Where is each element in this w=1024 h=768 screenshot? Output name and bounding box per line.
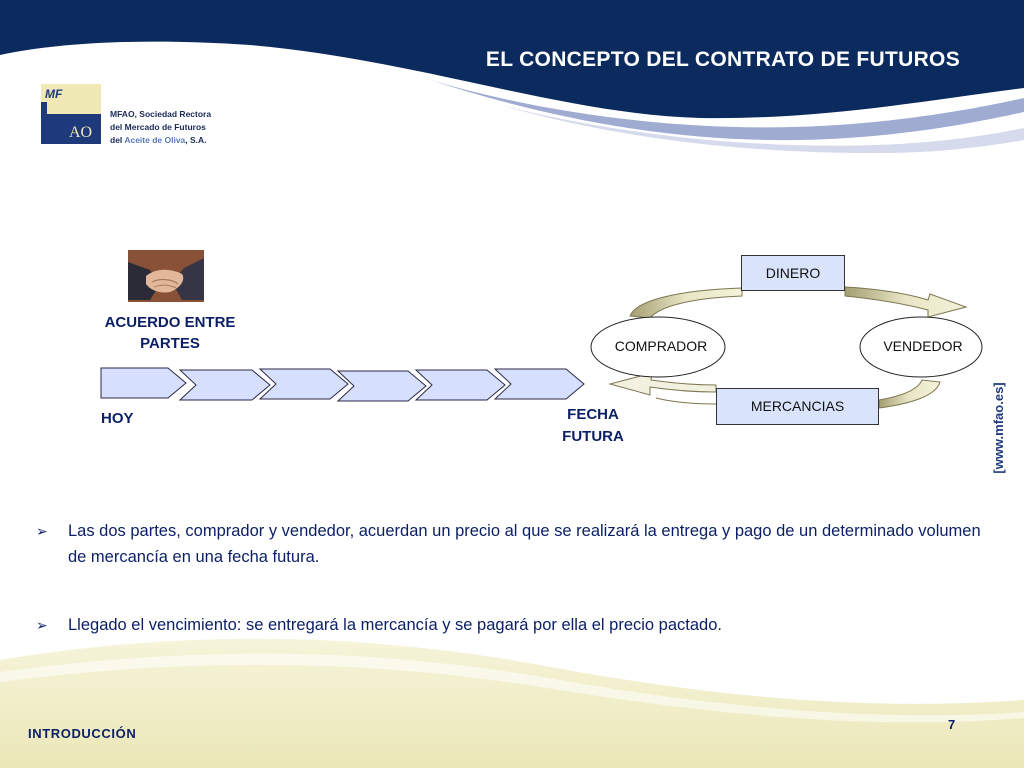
timeline-end-label-line-2: FUTURA: [562, 428, 624, 445]
bullet-list: ➢ Las dos partes, comprador y vendedor, …: [36, 518, 986, 680]
header-band-accent-light: [500, 105, 1024, 154]
timeline-arrow-6: [493, 368, 585, 400]
agreement-label-line-2: PARTES: [140, 335, 200, 352]
header-band-accent: [430, 80, 1024, 141]
page-number: 7: [948, 717, 956, 732]
money-box: DINERO: [741, 255, 845, 291]
bullet-item: ➢ Las dos partes, comprador y vendedor, …: [36, 518, 986, 570]
cycle-diagram: [590, 286, 983, 409]
footer-section-label: INTRODUCCIÓN: [28, 726, 137, 741]
arrow-bullet-icon: ➢: [36, 523, 48, 539]
logo-line-2: del Mercado de Futuros: [110, 122, 206, 132]
timeline-arrow-2: [178, 369, 271, 401]
side-url-text[interactable]: [www.mfao.es]: [991, 382, 1006, 473]
timeline-arrow-1: [100, 367, 187, 399]
cycle-arrow-bottom-right: [878, 379, 941, 409]
cycle-arrow-top-left: [629, 287, 743, 319]
logo-line-1: MFAO, Sociedad Rectora: [110, 109, 212, 119]
logo-line-3: del Aceite de Oliva, S.A.: [110, 134, 211, 147]
logo-company-name: MFAO, Sociedad Rectora del Mercado de Fu…: [110, 108, 211, 147]
buyer-node: [590, 316, 726, 378]
timeline-end-label: FECHA FUTURA: [543, 404, 643, 448]
side-url[interactable]: [www.mfao.es]: [983, 378, 1013, 478]
bullet-text: Llegado el vencimiento: se entregará la …: [68, 616, 722, 634]
cycle-arrow-top-right: [844, 286, 968, 318]
agreement-label: ACUERDO ENTRE PARTES: [80, 312, 260, 354]
cycle-arrow-bottom-left: [608, 372, 717, 396]
footer-wave: [0, 638, 1024, 768]
logo-mark-top: MF: [45, 87, 63, 101]
seller-label: VENDEDOR: [883, 338, 963, 354]
logo-line-3a: del: [110, 135, 125, 145]
buyer-label: COMPRADOR: [614, 338, 708, 354]
goods-box: MERCANCIAS: [716, 388, 879, 425]
bullet-item: ➢ Llegado el vencimiento: se entregará l…: [36, 612, 986, 638]
timeline-arrow-5: [414, 369, 506, 401]
logo-mark-bottom: AO: [69, 124, 92, 141]
timeline-arrow-4: [336, 370, 427, 402]
seller-node: [859, 316, 983, 378]
header-band: [0, 0, 1024, 119]
footer-wave-highlight: [0, 653, 1024, 723]
arrow-bullet-icon: ➢: [36, 617, 48, 633]
logo-line-3b: Aceite de Oliva: [124, 135, 186, 145]
bullet-text: Las dos partes, comprador y vendedor, ac…: [68, 522, 981, 566]
timeline-end-label-line-1: FECHA: [567, 406, 619, 423]
timeline-start-label: HOY: [101, 410, 134, 427]
handshake-icon: [128, 250, 204, 302]
logo-line-3c: , S.A.: [185, 135, 207, 145]
cycle-arrow-bottom-left-tail: [655, 397, 717, 405]
slide-title: EL CONCEPTO DEL CONTRATO DE FUTUROS: [485, 48, 960, 71]
timeline-arrow-3: [258, 368, 349, 400]
timeline-arrows: [100, 367, 585, 402]
mfao-logo: MF AO: [41, 84, 101, 144]
agreement-label-line-1: ACUERDO ENTRE: [104, 314, 236, 331]
